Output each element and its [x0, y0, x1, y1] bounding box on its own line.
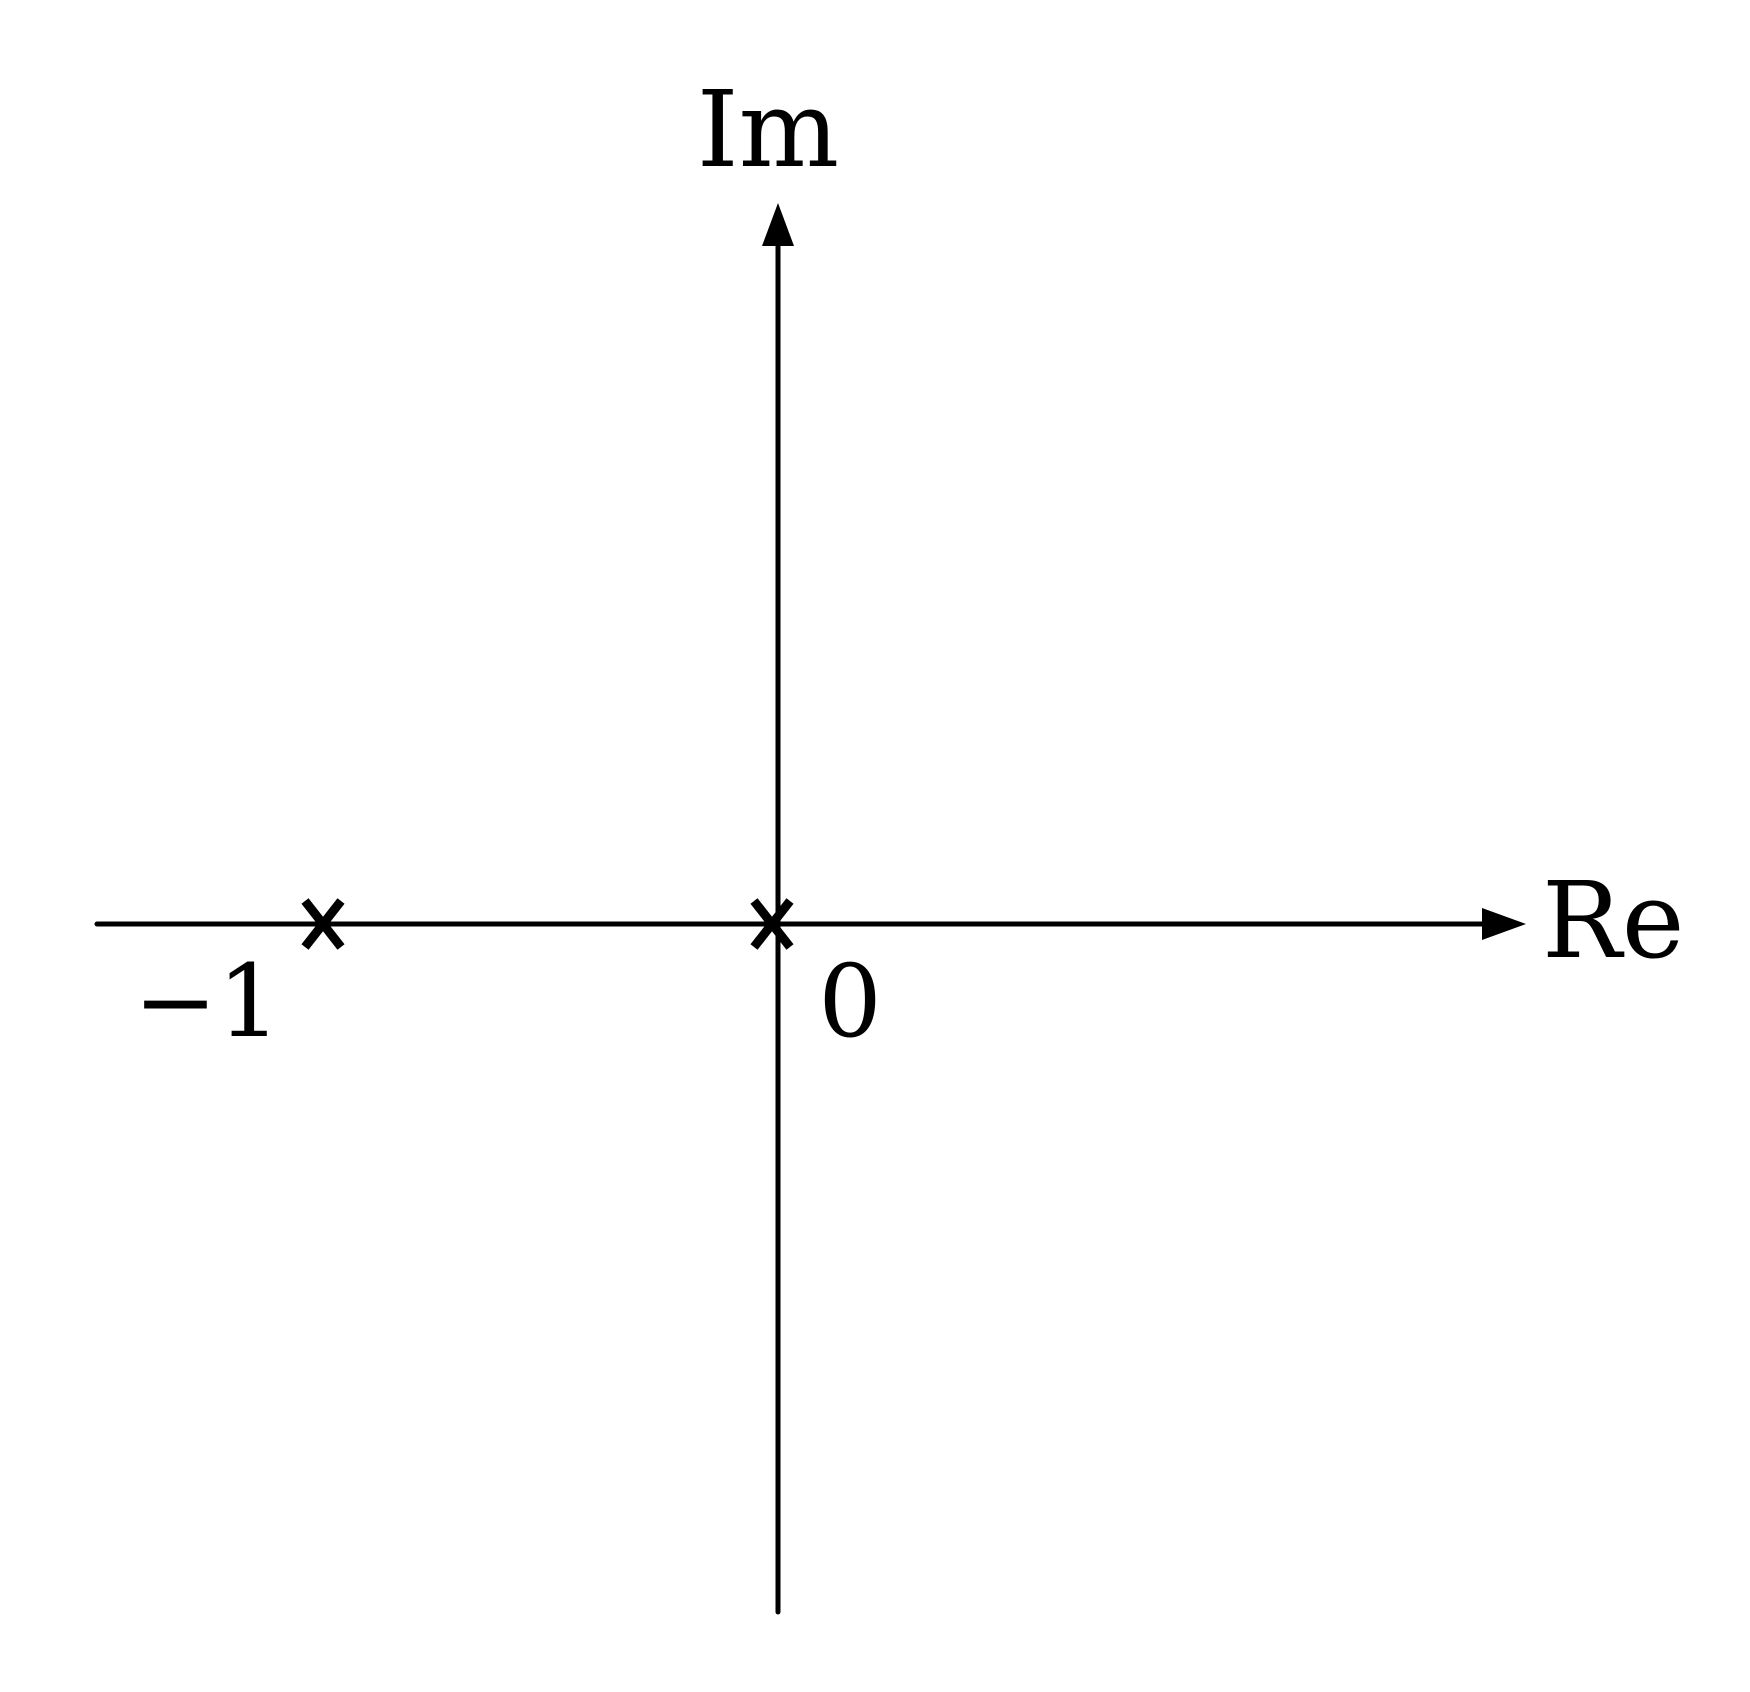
real-axis-label: Re	[1542, 859, 1685, 982]
pole-marker	[750, 898, 794, 950]
cross-stroke	[301, 898, 345, 950]
imaginary-axis-arrowhead	[762, 203, 794, 246]
pole-marker	[301, 898, 345, 950]
cross-stroke	[750, 898, 794, 950]
real-axis-arrowhead	[1482, 908, 1526, 940]
tick-label: −1	[134, 943, 281, 1060]
tick-label: 0	[818, 943, 882, 1060]
imaginary-axis-label: Im	[697, 68, 839, 191]
